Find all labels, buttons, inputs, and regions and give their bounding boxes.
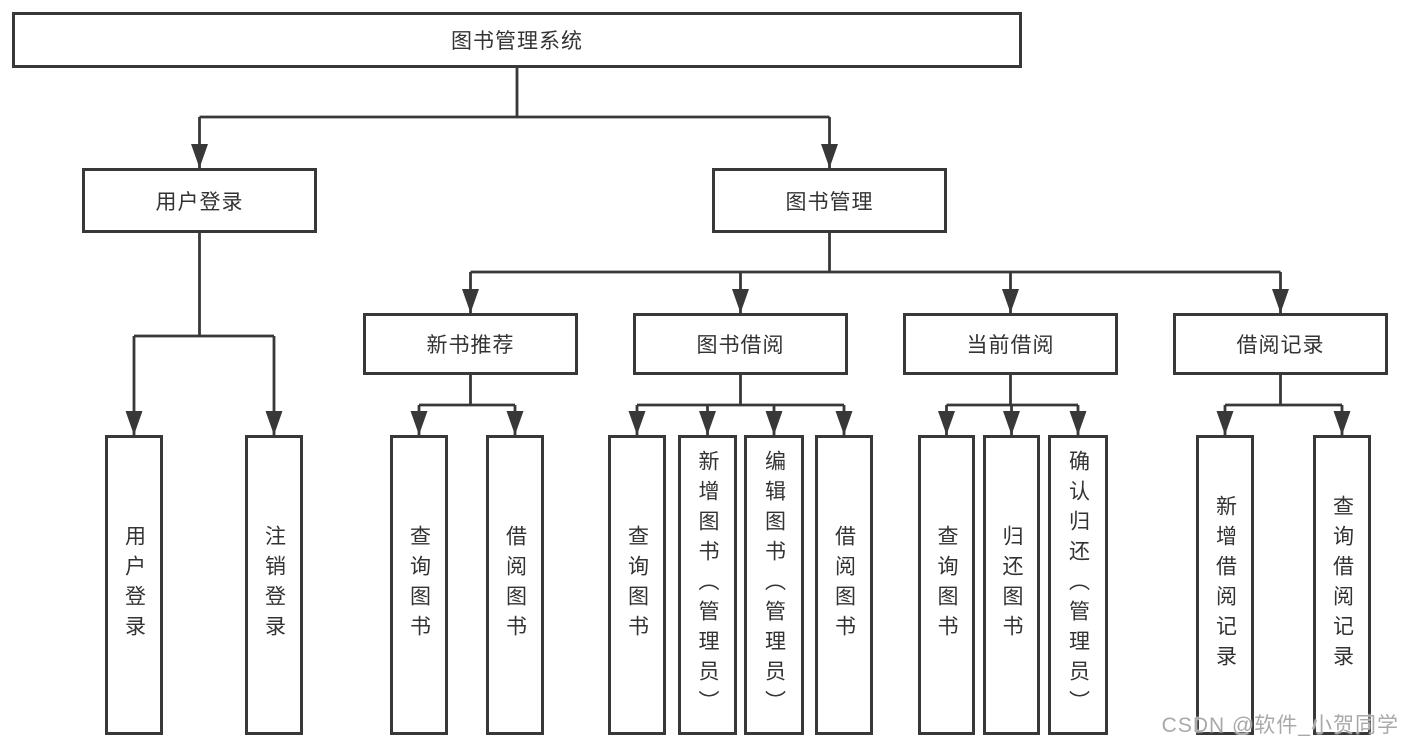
node-label: 借阅图书 <box>503 525 527 645</box>
node-root: 图书管理系统 <box>12 12 1022 68</box>
node-leaf-rec-query-books: 查询图书 <box>390 435 448 735</box>
node-book-management: 图书管理 <box>712 168 947 233</box>
node-label: 编辑图书（管理员） <box>762 450 786 720</box>
node-current-borrow: 当前借阅 <box>903 313 1118 375</box>
node-leaf-cb-confirm-return: 确认归还（管理员） <box>1048 435 1108 735</box>
node-label: 归还图书 <box>1000 525 1023 645</box>
node-label: 查询图书 <box>407 525 431 645</box>
node-leaf-bb-borrow-books: 借阅图书 <box>815 435 873 735</box>
node-book-borrow: 图书借阅 <box>633 313 848 375</box>
node-leaf-br-add-record: 新增借阅记录 <box>1196 435 1254 735</box>
node-label: 用户登录 <box>122 525 146 645</box>
node-new-book-recommend: 新书推荐 <box>363 313 578 375</box>
node-label: 查询借阅记录 <box>1330 495 1354 675</box>
node-leaf-bb-query-books: 查询图书 <box>608 435 666 735</box>
node-leaf-cb-return-books: 归还图书 <box>983 435 1040 735</box>
node-label: 新增图书（管理员） <box>696 450 719 720</box>
node-label: 借阅图书 <box>832 525 856 645</box>
node-label: 确认归还（管理员） <box>1066 450 1090 720</box>
node-label: 新增借阅记录 <box>1213 495 1237 675</box>
node-label: 注销登录 <box>262 525 286 645</box>
node-leaf-cb-query-books: 查询图书 <box>918 435 975 735</box>
node-leaf-rec-borrow-books: 借阅图书 <box>486 435 544 735</box>
node-leaf-bb-add-books: 新增图书（管理员） <box>678 435 737 735</box>
node-user-login: 用户登录 <box>82 168 317 233</box>
node-leaf-br-query-record: 查询借阅记录 <box>1313 435 1371 735</box>
node-label: 查询图书 <box>935 525 958 645</box>
watermark: CSDN @软件_小贺同学 <box>1161 714 1399 737</box>
node-borrow-records: 借阅记录 <box>1173 313 1388 375</box>
node-leaf-logout: 注销登录 <box>245 435 303 735</box>
node-leaf-user-login: 用户登录 <box>105 435 163 735</box>
node-leaf-bb-edit-books: 编辑图书（管理员） <box>744 435 804 735</box>
node-label: 查询图书 <box>625 525 649 645</box>
